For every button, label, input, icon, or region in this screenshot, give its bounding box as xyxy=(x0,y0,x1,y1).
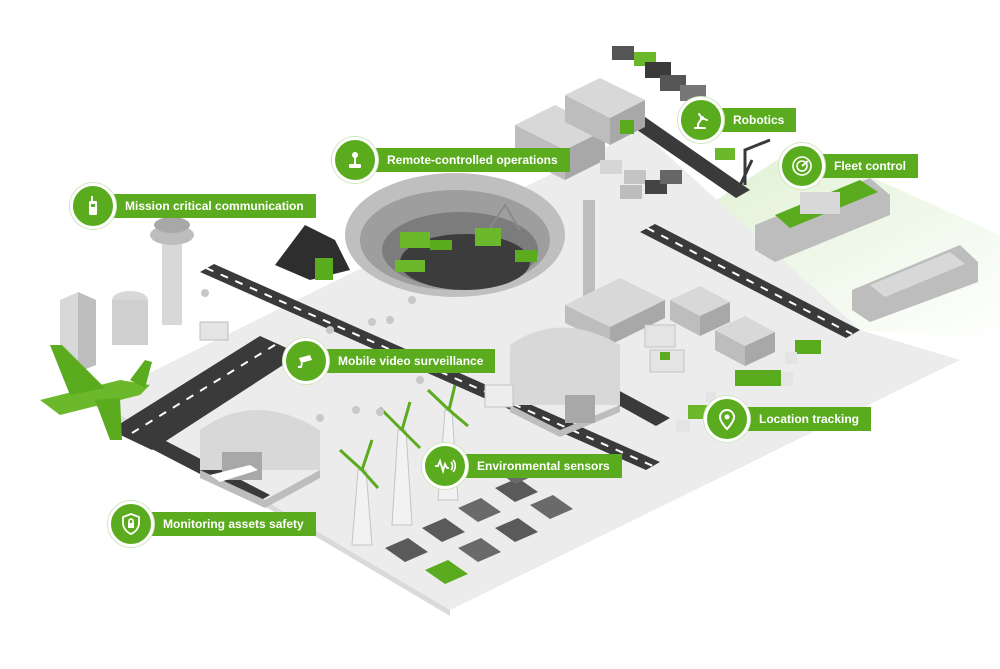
callout-mobile-video-surveillance: Mobile video surveillance xyxy=(283,338,496,384)
callout-label: Mission critical communication xyxy=(106,194,316,218)
callout-label: Robotics xyxy=(714,108,797,132)
airplane xyxy=(40,345,152,440)
callout-label: Environmental sensors xyxy=(458,454,622,478)
callout-label: Monitoring assets safety xyxy=(144,512,316,536)
warehouses xyxy=(515,78,645,180)
ships xyxy=(755,178,978,322)
callout-remote-controlled-operations: Remote-controlled operations xyxy=(332,137,570,183)
callout-label: Location tracking xyxy=(740,407,872,431)
callout-location-tracking: Location tracking xyxy=(704,396,872,442)
walkie-talkie-icon xyxy=(70,183,116,229)
rock-pile xyxy=(275,225,350,280)
central-hangar xyxy=(484,327,620,437)
location-pin-icon xyxy=(704,396,750,442)
cctv-camera-icon xyxy=(283,338,329,384)
callout-label: Mobile video surveillance xyxy=(319,349,496,373)
container-stacks xyxy=(600,46,735,199)
radar-icon xyxy=(779,143,825,189)
callout-mission-critical-communication: Mission critical communication xyxy=(70,183,316,229)
sensor-wave-icon xyxy=(422,443,468,489)
lamp-posts xyxy=(201,289,424,422)
port-cranes xyxy=(736,138,771,191)
small-buildings xyxy=(644,286,775,373)
mine-pit xyxy=(345,173,565,297)
robot-arm-icon xyxy=(678,97,724,143)
control-tower xyxy=(150,217,194,325)
callout-environmental-sensors: Environmental sensors xyxy=(422,443,622,489)
callout-robotics: Robotics xyxy=(678,97,797,143)
callout-label: Fleet control xyxy=(815,154,919,178)
callout-monitoring-assets-safety: Monitoring assets safety xyxy=(108,501,316,547)
callout-fleet-control: Fleet control xyxy=(779,143,919,189)
callout-label: Remote-controlled operations xyxy=(368,148,570,172)
joystick-icon xyxy=(332,137,378,183)
aircraft-hangar xyxy=(200,410,320,508)
rock-conveyor xyxy=(315,258,333,280)
shield-lock-icon xyxy=(108,501,154,547)
